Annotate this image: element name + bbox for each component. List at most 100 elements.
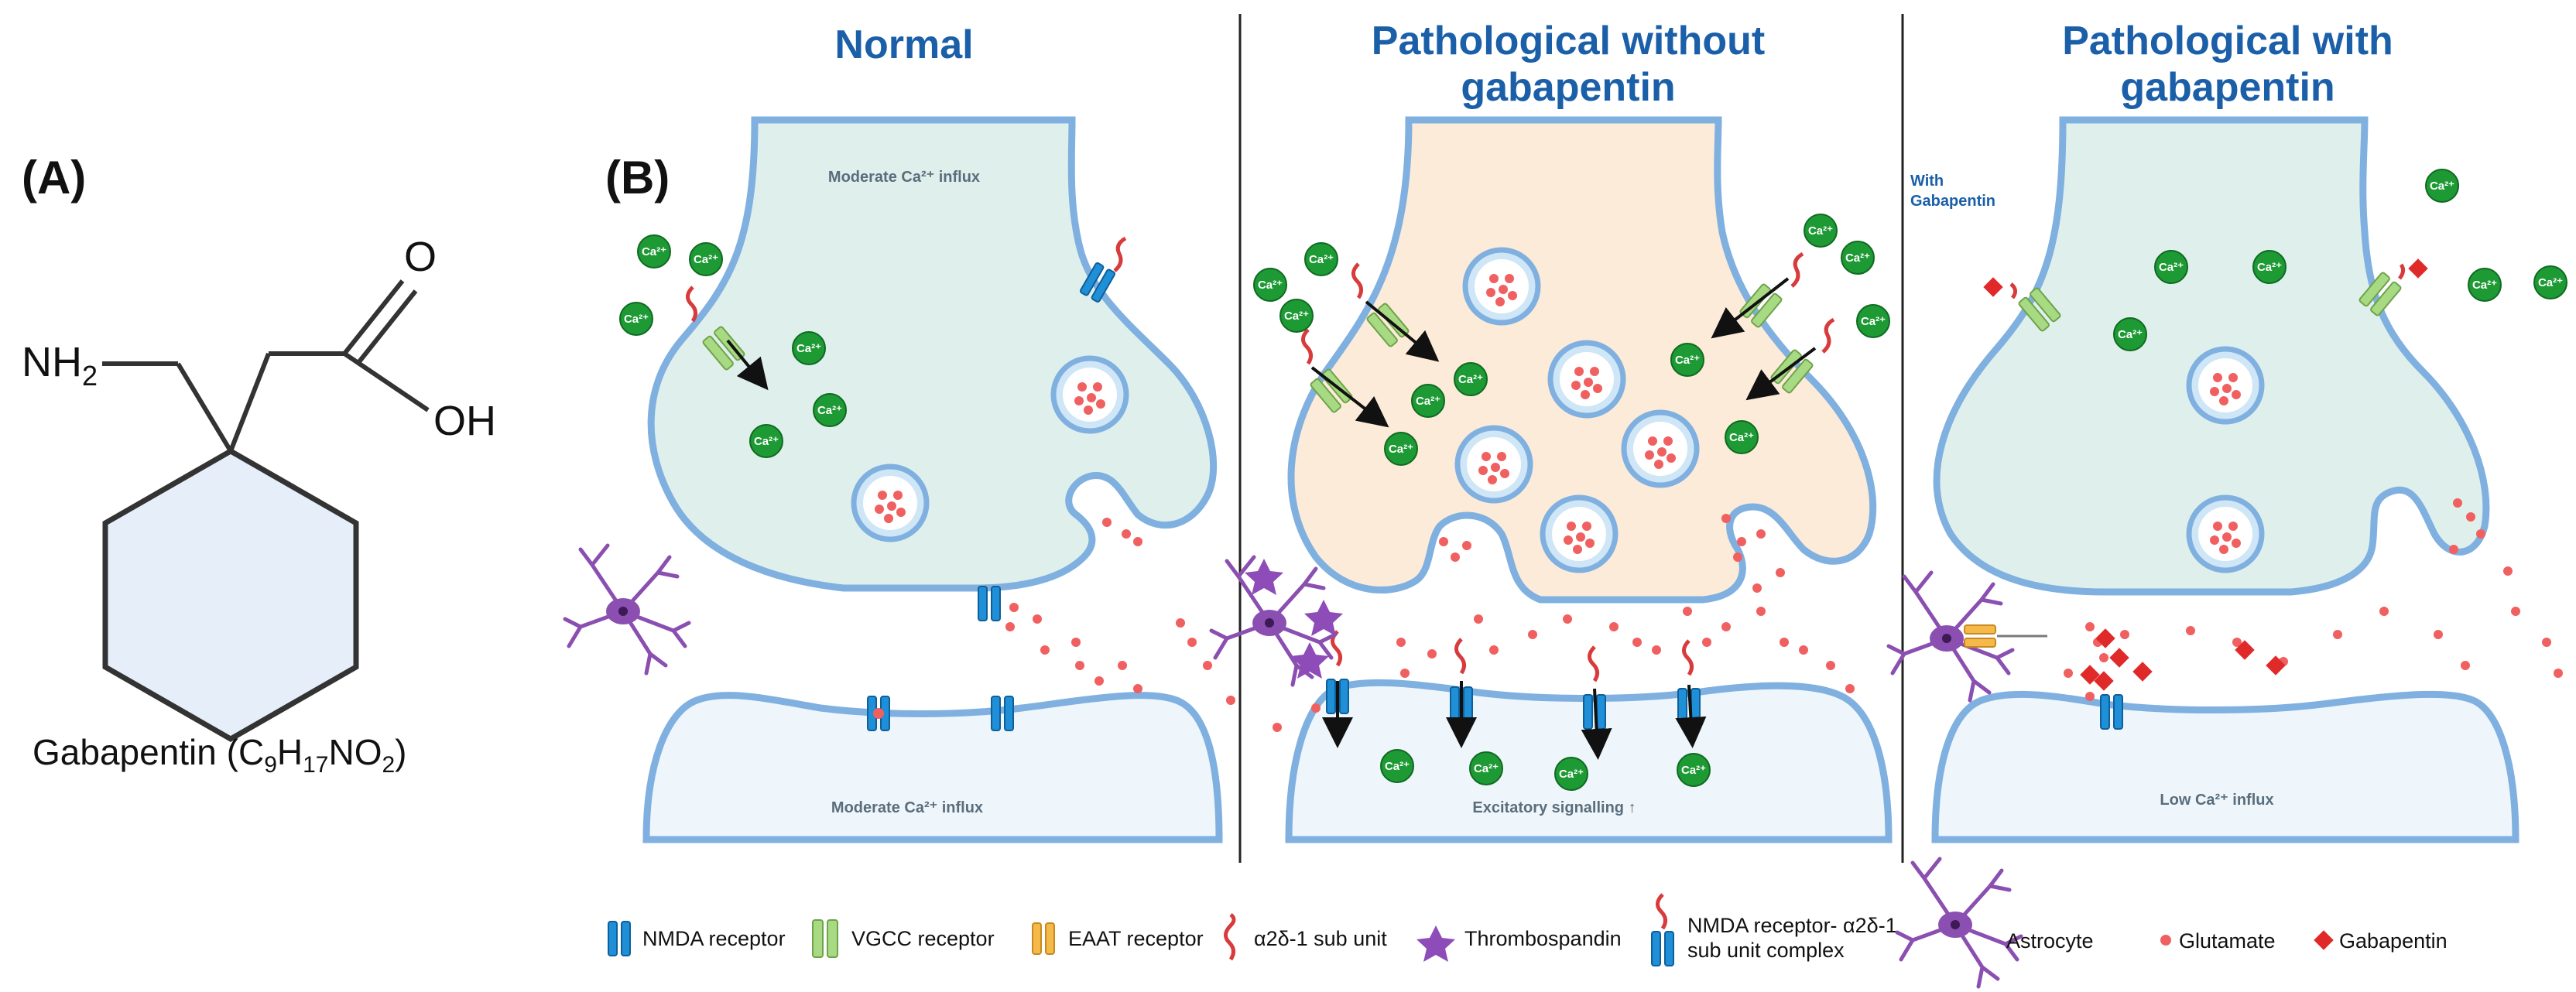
calcium-ion: Ca²⁺ xyxy=(813,393,847,427)
calcium-influx-arrow xyxy=(726,339,769,391)
gabapentin-bound xyxy=(2408,258,2428,279)
calcium-ion: Ca²⁺ xyxy=(1454,362,1488,396)
pathological-without-synapse: Excitatory signalling ↑ xyxy=(1211,116,1893,843)
synaptic-vesicle xyxy=(1624,412,1697,485)
glutamate-dot xyxy=(1273,723,1282,732)
calcium-influx-arrow xyxy=(1365,300,1440,362)
gabapentin-icon xyxy=(2314,930,2334,950)
calcium-ion-label: Ca²⁺ xyxy=(796,342,821,355)
with-gabapentin-side-label-line2: Gabapentin xyxy=(1910,193,1995,210)
calcium-ion: Ca²⁺ xyxy=(1804,214,1838,248)
glutamate-dot xyxy=(1721,622,1731,631)
glutamate-dot xyxy=(1756,607,1766,616)
calcium-influx-arrow xyxy=(1711,277,1790,339)
calcium-ion-label: Ca²⁺ xyxy=(1675,354,1700,367)
calcium-ion-label: Ca²⁺ xyxy=(754,435,779,448)
calcium-ion: Ca²⁺ xyxy=(749,424,783,458)
calcium-ion-label: Ca²⁺ xyxy=(2257,261,2282,274)
glutamate-dot xyxy=(1799,645,1808,655)
glutamate-dot xyxy=(1652,645,1661,655)
calcium-ion-label: Ca²⁺ xyxy=(1681,764,1706,777)
calcium-ion-label: Ca²⁺ xyxy=(1309,253,1334,266)
glutamate-group xyxy=(1273,514,1855,732)
nmda-alpha2delta1-complex xyxy=(1675,639,1707,748)
synaptic-vesicle xyxy=(1053,358,1126,431)
calcium-ion-label: Ca²⁺ xyxy=(1258,279,1283,292)
glutamate-dot xyxy=(1226,696,1235,705)
glutamate-dot xyxy=(1187,638,1197,647)
low-calcium-influx-label: Low Ca²⁺ influx xyxy=(2160,792,2273,809)
synaptic-vesicle xyxy=(2189,349,2262,422)
astrocyte xyxy=(1889,573,2012,700)
glutamate-dot xyxy=(2461,661,2470,670)
calcium-ion-label: Ca²⁺ xyxy=(624,313,649,326)
glutamate-dot xyxy=(2099,653,2108,662)
legend-item-a2d: α2δ-1 sub unit xyxy=(1224,913,1387,961)
glutamate-dot xyxy=(2085,692,2095,701)
calcium-ion-label: Ca²⁺ xyxy=(1389,443,1413,456)
glutamate-dot xyxy=(1075,661,1084,670)
glutamate-dot xyxy=(1702,638,1711,647)
glutamate-dot xyxy=(1752,583,1762,593)
glutamate-dot xyxy=(1396,638,1406,647)
carbonyl-oxygen-label: O xyxy=(404,234,437,280)
gabapentin-group xyxy=(2080,628,2286,691)
calcium-ion-group: Ca²⁺ Ca²⁺ Ca²⁺ Ca²⁺ Ca²⁺ Ca²⁺ xyxy=(619,234,847,458)
calcium-ion: Ca²⁺ xyxy=(1304,242,1338,276)
calcium-ion-label: Ca²⁺ xyxy=(694,253,718,266)
glutamate-dot xyxy=(1133,537,1142,546)
glutamate-dot xyxy=(2554,669,2563,678)
legend-label-complex-line2: sub unit complex xyxy=(1687,939,1845,962)
calcium-ion: Ca²⁺ xyxy=(792,331,826,365)
pathological-with-synapse: With Gabapentin Low Ca²⁺ influx Ca²⁺Ca²⁺… xyxy=(1889,116,2567,843)
thrombospondin xyxy=(1245,559,1283,595)
glutamate-dot xyxy=(2503,566,2513,576)
alpha2delta1-subunit xyxy=(1301,328,1313,365)
calcium-ion: Ca²⁺ xyxy=(1279,299,1314,333)
glutamate-dot xyxy=(1462,541,1471,550)
legend-label-glutamate: Glutamate xyxy=(2179,929,2276,953)
thrombospondin xyxy=(1290,642,1329,679)
glutamate-dot xyxy=(1176,618,1185,628)
gabapentin-formula-caption: Gabapentin (C9H17NO2) xyxy=(33,732,407,778)
alpha2delta1-subunit-icon xyxy=(1224,913,1236,961)
calcium-ion: Ca²⁺ xyxy=(1384,432,1418,466)
calcium-ion: Ca²⁺ xyxy=(1677,753,1711,787)
cyclohexane-ring xyxy=(102,447,359,743)
thrombospondin xyxy=(1304,600,1343,636)
glutamate-dot xyxy=(1009,603,1019,612)
glutamate-dot xyxy=(1845,684,1855,693)
calcium-ion-label: Ca²⁺ xyxy=(1284,310,1309,323)
calcium-ion: Ca²⁺ xyxy=(689,242,723,276)
calcium-ion-label: Ca²⁺ xyxy=(2538,276,2563,289)
glutamate-dot xyxy=(1400,669,1410,678)
glutamate-dot xyxy=(1203,661,1212,670)
legend-item-thrombospondin: Thrombospandin xyxy=(1416,925,1622,962)
gabapentin-bound xyxy=(1983,277,2003,297)
glutamate-dot xyxy=(1118,661,1127,670)
alpha2delta1-subunit xyxy=(1113,236,1127,272)
legend-label-gabapentin: Gabapentin xyxy=(2339,929,2448,953)
glutamate-dot xyxy=(2120,630,2129,639)
calcium-ion: Ca²⁺ xyxy=(1725,420,1759,454)
alpha2delta1-subunit-icon xyxy=(1656,893,1667,930)
calcium-ion: Ca²⁺ xyxy=(1841,241,1875,275)
glutamate-dot xyxy=(2064,669,2073,678)
gabapentin-molecule xyxy=(2132,662,2153,682)
calcium-ion: Ca²⁺ xyxy=(637,234,671,269)
legend-label-complex-line1: NMDA receptor- α2δ-1 xyxy=(1687,914,1897,937)
calcium-ion-label: Ca²⁺ xyxy=(642,245,666,258)
alpha2delta1-subunit xyxy=(1351,262,1363,299)
calcium-ion-label: Ca²⁺ xyxy=(1808,224,1833,238)
calcium-ion: Ca²⁺ xyxy=(1253,268,1287,302)
glutamate-dot xyxy=(2476,529,2485,539)
glutamate-dot xyxy=(1489,645,1499,655)
title-normal: Normal xyxy=(834,22,973,67)
calcium-ion: Ca²⁺ xyxy=(1411,384,1445,418)
gabapentin-molecule xyxy=(2109,648,2129,668)
glutamate-dot xyxy=(2434,630,2443,639)
calcium-ion-label: Ca²⁺ xyxy=(1416,395,1440,408)
synaptic-vesicle xyxy=(1543,498,1615,570)
calcium-ion-group: Ca²⁺Ca²⁺Ca²⁺Ca²⁺Ca²⁺Ca²⁺ xyxy=(2113,169,2567,351)
calcium-ion-label: Ca²⁺ xyxy=(2118,328,2143,341)
